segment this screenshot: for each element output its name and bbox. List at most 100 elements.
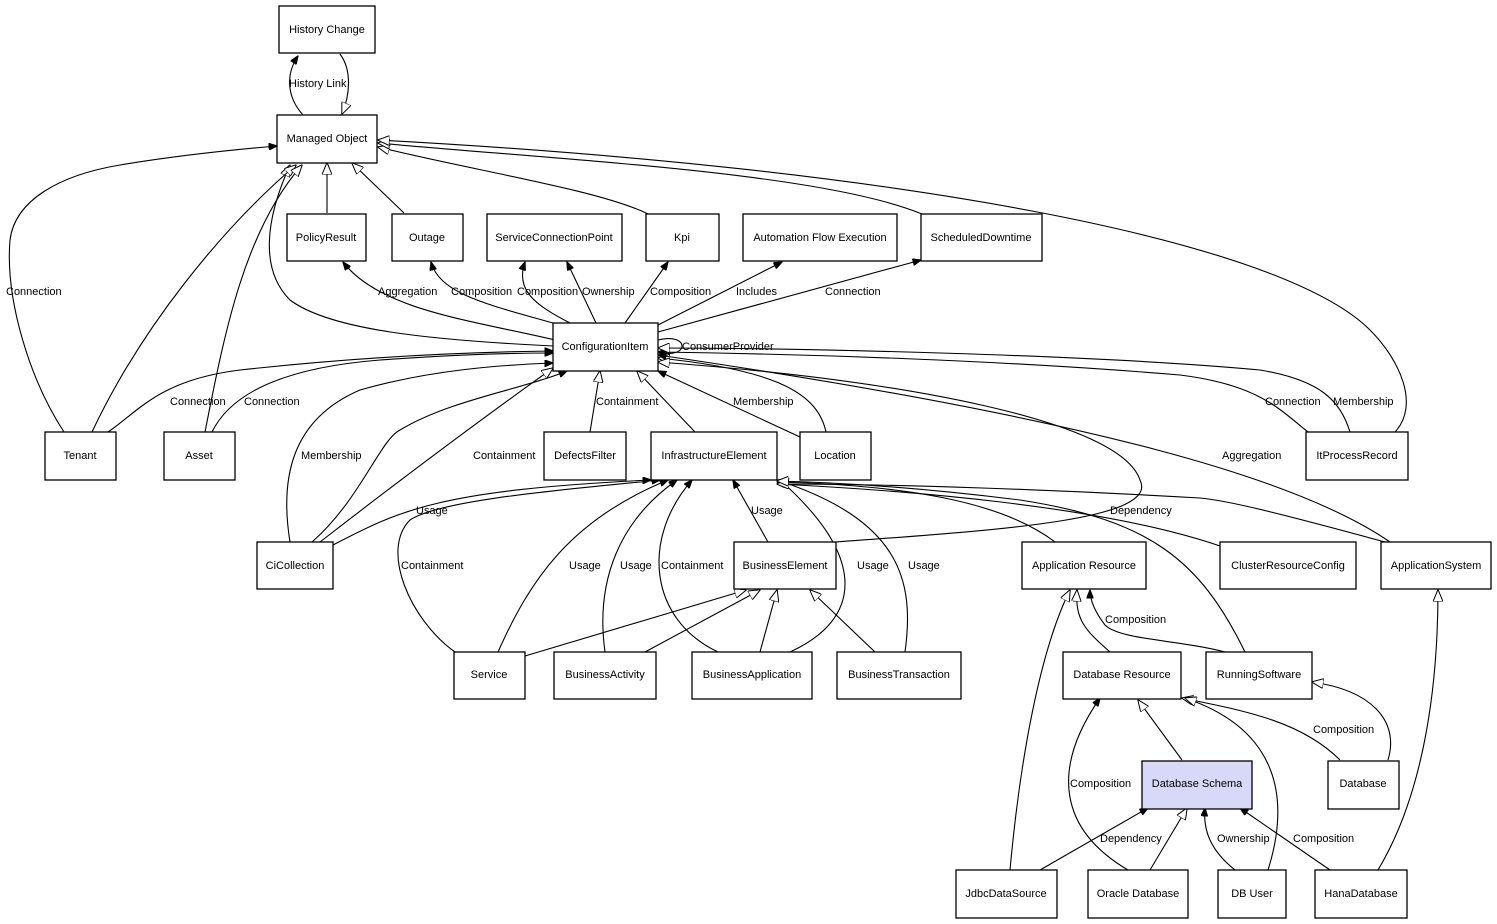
- svg-text:PolicyResult: PolicyResult: [296, 232, 357, 244]
- svg-text:HanaDatabase: HanaDatabase: [1324, 888, 1397, 900]
- svg-text:JdbcDataSource: JdbcDataSource: [965, 888, 1046, 900]
- node-outage[interactable]: Outage: [391, 213, 464, 262]
- edge-service-ie-usage: [497, 480, 668, 653]
- node-business-application[interactable]: BusinessApplication: [691, 651, 813, 700]
- svg-text:RunningSoftware: RunningSoftware: [1217, 669, 1301, 681]
- edge-label-bapp-usage: Usage: [857, 560, 889, 572]
- edge-cicoll-ci-inherit: [319, 368, 553, 543]
- edge-label-rs-ar: Composition: [1105, 614, 1166, 626]
- node-asset[interactable]: Asset: [163, 431, 236, 481]
- edge-location-ci-member: [658, 371, 801, 438]
- node-history-change[interactable]: History Change: [278, 5, 376, 54]
- node-business-activity[interactable]: BusinessActivity: [553, 651, 657, 700]
- node-tenant[interactable]: Tenant: [44, 431, 117, 481]
- node-it-process-record[interactable]: ItProcessRecord: [1305, 431, 1409, 481]
- node-service-connection-point[interactable]: ServiceConnectionPoint: [486, 213, 623, 262]
- edge-ci-scp-own: [567, 262, 597, 324]
- edge-label-asset-ci: Connection: [244, 396, 300, 408]
- svg-text:ServiceConnectionPoint: ServiceConnectionPoint: [495, 232, 612, 244]
- edge-ci-sd: [657, 260, 921, 333]
- edge-label-ci-scp-comp: Composition: [517, 286, 578, 298]
- edge-label-bapp-containment: Containment: [661, 560, 723, 572]
- edge-bapp-ie-usage: [780, 480, 846, 653]
- edge-tenant-mo-inherit: [91, 165, 296, 433]
- svg-text:BusinessApplication: BusinessApplication: [703, 669, 801, 681]
- edge-label-oracle-dr: Composition: [1070, 778, 1131, 790]
- node-cluster-resource-config[interactable]: ClusterResourceConfig: [1219, 541, 1357, 590]
- svg-text:Database Schema: Database Schema: [1152, 778, 1243, 790]
- node-kpi[interactable]: Kpi: [645, 213, 720, 262]
- edge-label-tenant-ci: Connection: [170, 396, 226, 408]
- node-location[interactable]: Location: [799, 431, 872, 481]
- node-automation-flow-execution[interactable]: Automation Flow Execution: [742, 213, 898, 262]
- edge-appsys-via: [1377, 590, 1438, 871]
- edge-label-hana-ds: Composition: [1293, 833, 1354, 845]
- edge-jdbc-ar: [1009, 590, 1070, 871]
- node-database[interactable]: Database: [1327, 760, 1400, 810]
- node-hana-database[interactable]: HanaDatabase: [1314, 869, 1408, 919]
- edge-kpi-mo: [378, 147, 649, 215]
- node-database-resource[interactable]: Database Resource: [1062, 651, 1182, 700]
- node-business-transaction[interactable]: BusinessTransaction: [836, 651, 962, 700]
- edge-history-inherit: [339, 53, 349, 114]
- node-business-element[interactable]: BusinessElement: [733, 541, 837, 590]
- svg-text:Kpi: Kpi: [674, 232, 690, 244]
- edge-ci-policy: [343, 262, 556, 341]
- node-ci-collection[interactable]: CiCollection: [256, 541, 334, 590]
- edge-label-jdbc-ds: Dependency: [1100, 833, 1162, 845]
- edge-asset-mo-inherit: [204, 165, 302, 433]
- edge-label-ci-sd: Connection: [825, 286, 881, 298]
- edge-ci-self: [658, 338, 683, 354]
- svg-text:Location: Location: [814, 450, 856, 462]
- svg-text:Database: Database: [1339, 778, 1386, 790]
- node-service[interactable]: Service: [453, 651, 526, 700]
- edge-rs-ie: [777, 481, 1246, 653]
- svg-text:Service: Service: [471, 669, 508, 681]
- node-managed-object[interactable]: Managed Object: [276, 114, 378, 164]
- edge-itpr-mo: [378, 140, 1407, 433]
- edge-asset-ci: [211, 353, 553, 433]
- edge-dr-ar: [1077, 590, 1111, 653]
- edge-label-ba-usage: Usage: [620, 560, 652, 572]
- edge-label-cicoll-containment: Containment: [473, 450, 535, 462]
- node-configuration-item[interactable]: ConfigurationItem: [552, 322, 659, 372]
- edge-bt-ie: [777, 480, 909, 653]
- edge-be-ie: [733, 480, 769, 543]
- node-scheduled-downtime[interactable]: ScheduledDowntime: [920, 213, 1043, 262]
- edge-label-db-rs: Composition: [1313, 724, 1374, 736]
- edge-itpr-ci-connection: [658, 352, 1309, 433]
- node-policy-result[interactable]: PolicyResult: [286, 213, 367, 262]
- edge-label-bt-usage: Usage: [908, 560, 940, 572]
- edge-sd-mo: [378, 143, 923, 215]
- edge-dbuser-dr: [1185, 698, 1279, 871]
- edge-cicoll-ie: [332, 480, 651, 546]
- edge-label-ar-ie-dependency: Dependency: [1110, 505, 1172, 517]
- edge-label-ci-kpi: Composition: [650, 286, 711, 298]
- svg-text:CiCollection: CiCollection: [266, 560, 325, 572]
- edge-label-dbuser-ds: Ownership: [1217, 833, 1270, 845]
- node-defects-filter[interactable]: DefectsFilter: [543, 431, 627, 481]
- edge-ci-outage: [431, 262, 561, 326]
- edge-database-rs: [1312, 682, 1392, 761]
- node-oracle-database[interactable]: Oracle Database: [1087, 869, 1189, 919]
- svg-text:DefectsFilter: DefectsFilter: [554, 450, 616, 462]
- node-running-software[interactable]: RunningSoftware: [1205, 651, 1313, 700]
- edge-label-cicoll-membership: Membership: [301, 450, 362, 462]
- svg-text:History Change: History Change: [289, 24, 365, 36]
- svg-text:Database Resource: Database Resource: [1073, 669, 1170, 681]
- node-application-system[interactable]: ApplicationSystem: [1380, 541, 1492, 590]
- edge-label-ci-self: ConsumerProvider: [682, 341, 774, 353]
- node-db-user[interactable]: DB User: [1217, 869, 1287, 919]
- node-application-resource[interactable]: Application Resource: [1021, 541, 1147, 590]
- node-jdbc-data-source[interactable]: JdbcDataSource: [955, 869, 1058, 919]
- svg-text:BusinessElement: BusinessElement: [743, 560, 828, 572]
- edge-ci-afe: [657, 262, 782, 326]
- edge-oracle-dr: [1068, 698, 1129, 871]
- edge-label-tenant-mo-connection: Connection: [6, 286, 62, 298]
- node-database-schema[interactable]: Database Schema: [1141, 760, 1253, 810]
- edge-ba-be: [644, 590, 760, 653]
- node-infrastructure-element[interactable]: InfrastructureElement: [650, 431, 778, 481]
- svg-text:ConfigurationItem: ConfigurationItem: [562, 341, 649, 353]
- edge-bapp-ie-contain: [658, 480, 719, 653]
